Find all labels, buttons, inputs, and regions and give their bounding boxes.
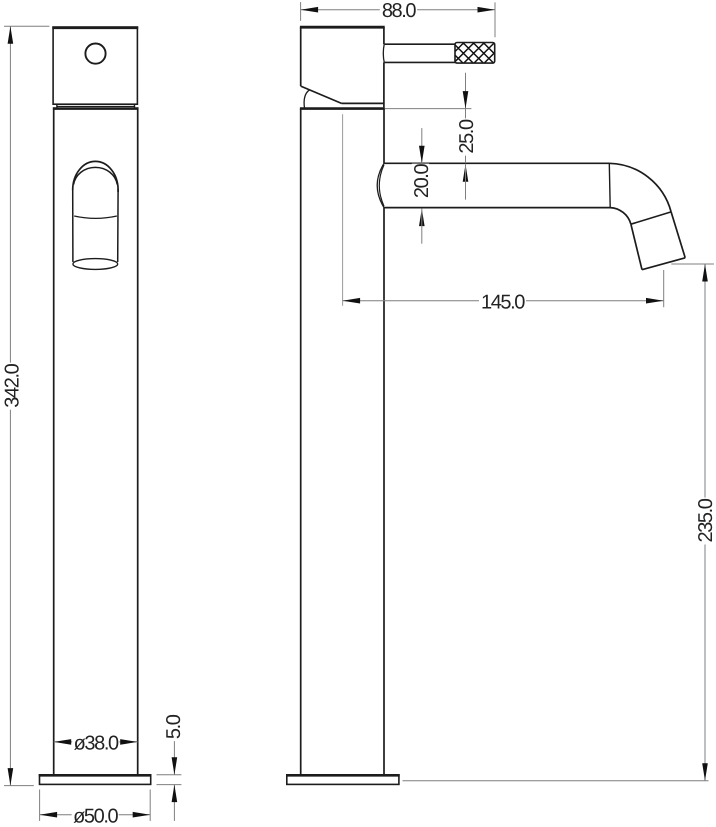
svg-text:88.0: 88.0 (382, 0, 417, 22)
svg-text:ø50.0: ø50.0 (73, 805, 118, 827)
svg-text:145.0: 145.0 (481, 291, 525, 313)
svg-text:20.0: 20.0 (411, 164, 433, 199)
svg-text:5.0: 5.0 (163, 714, 185, 739)
svg-text:235.0: 235.0 (695, 498, 716, 542)
svg-text:ø38.0: ø38.0 (74, 733, 119, 755)
svg-text:342.0: 342.0 (1, 363, 23, 407)
svg-text:25.0: 25.0 (456, 119, 478, 154)
